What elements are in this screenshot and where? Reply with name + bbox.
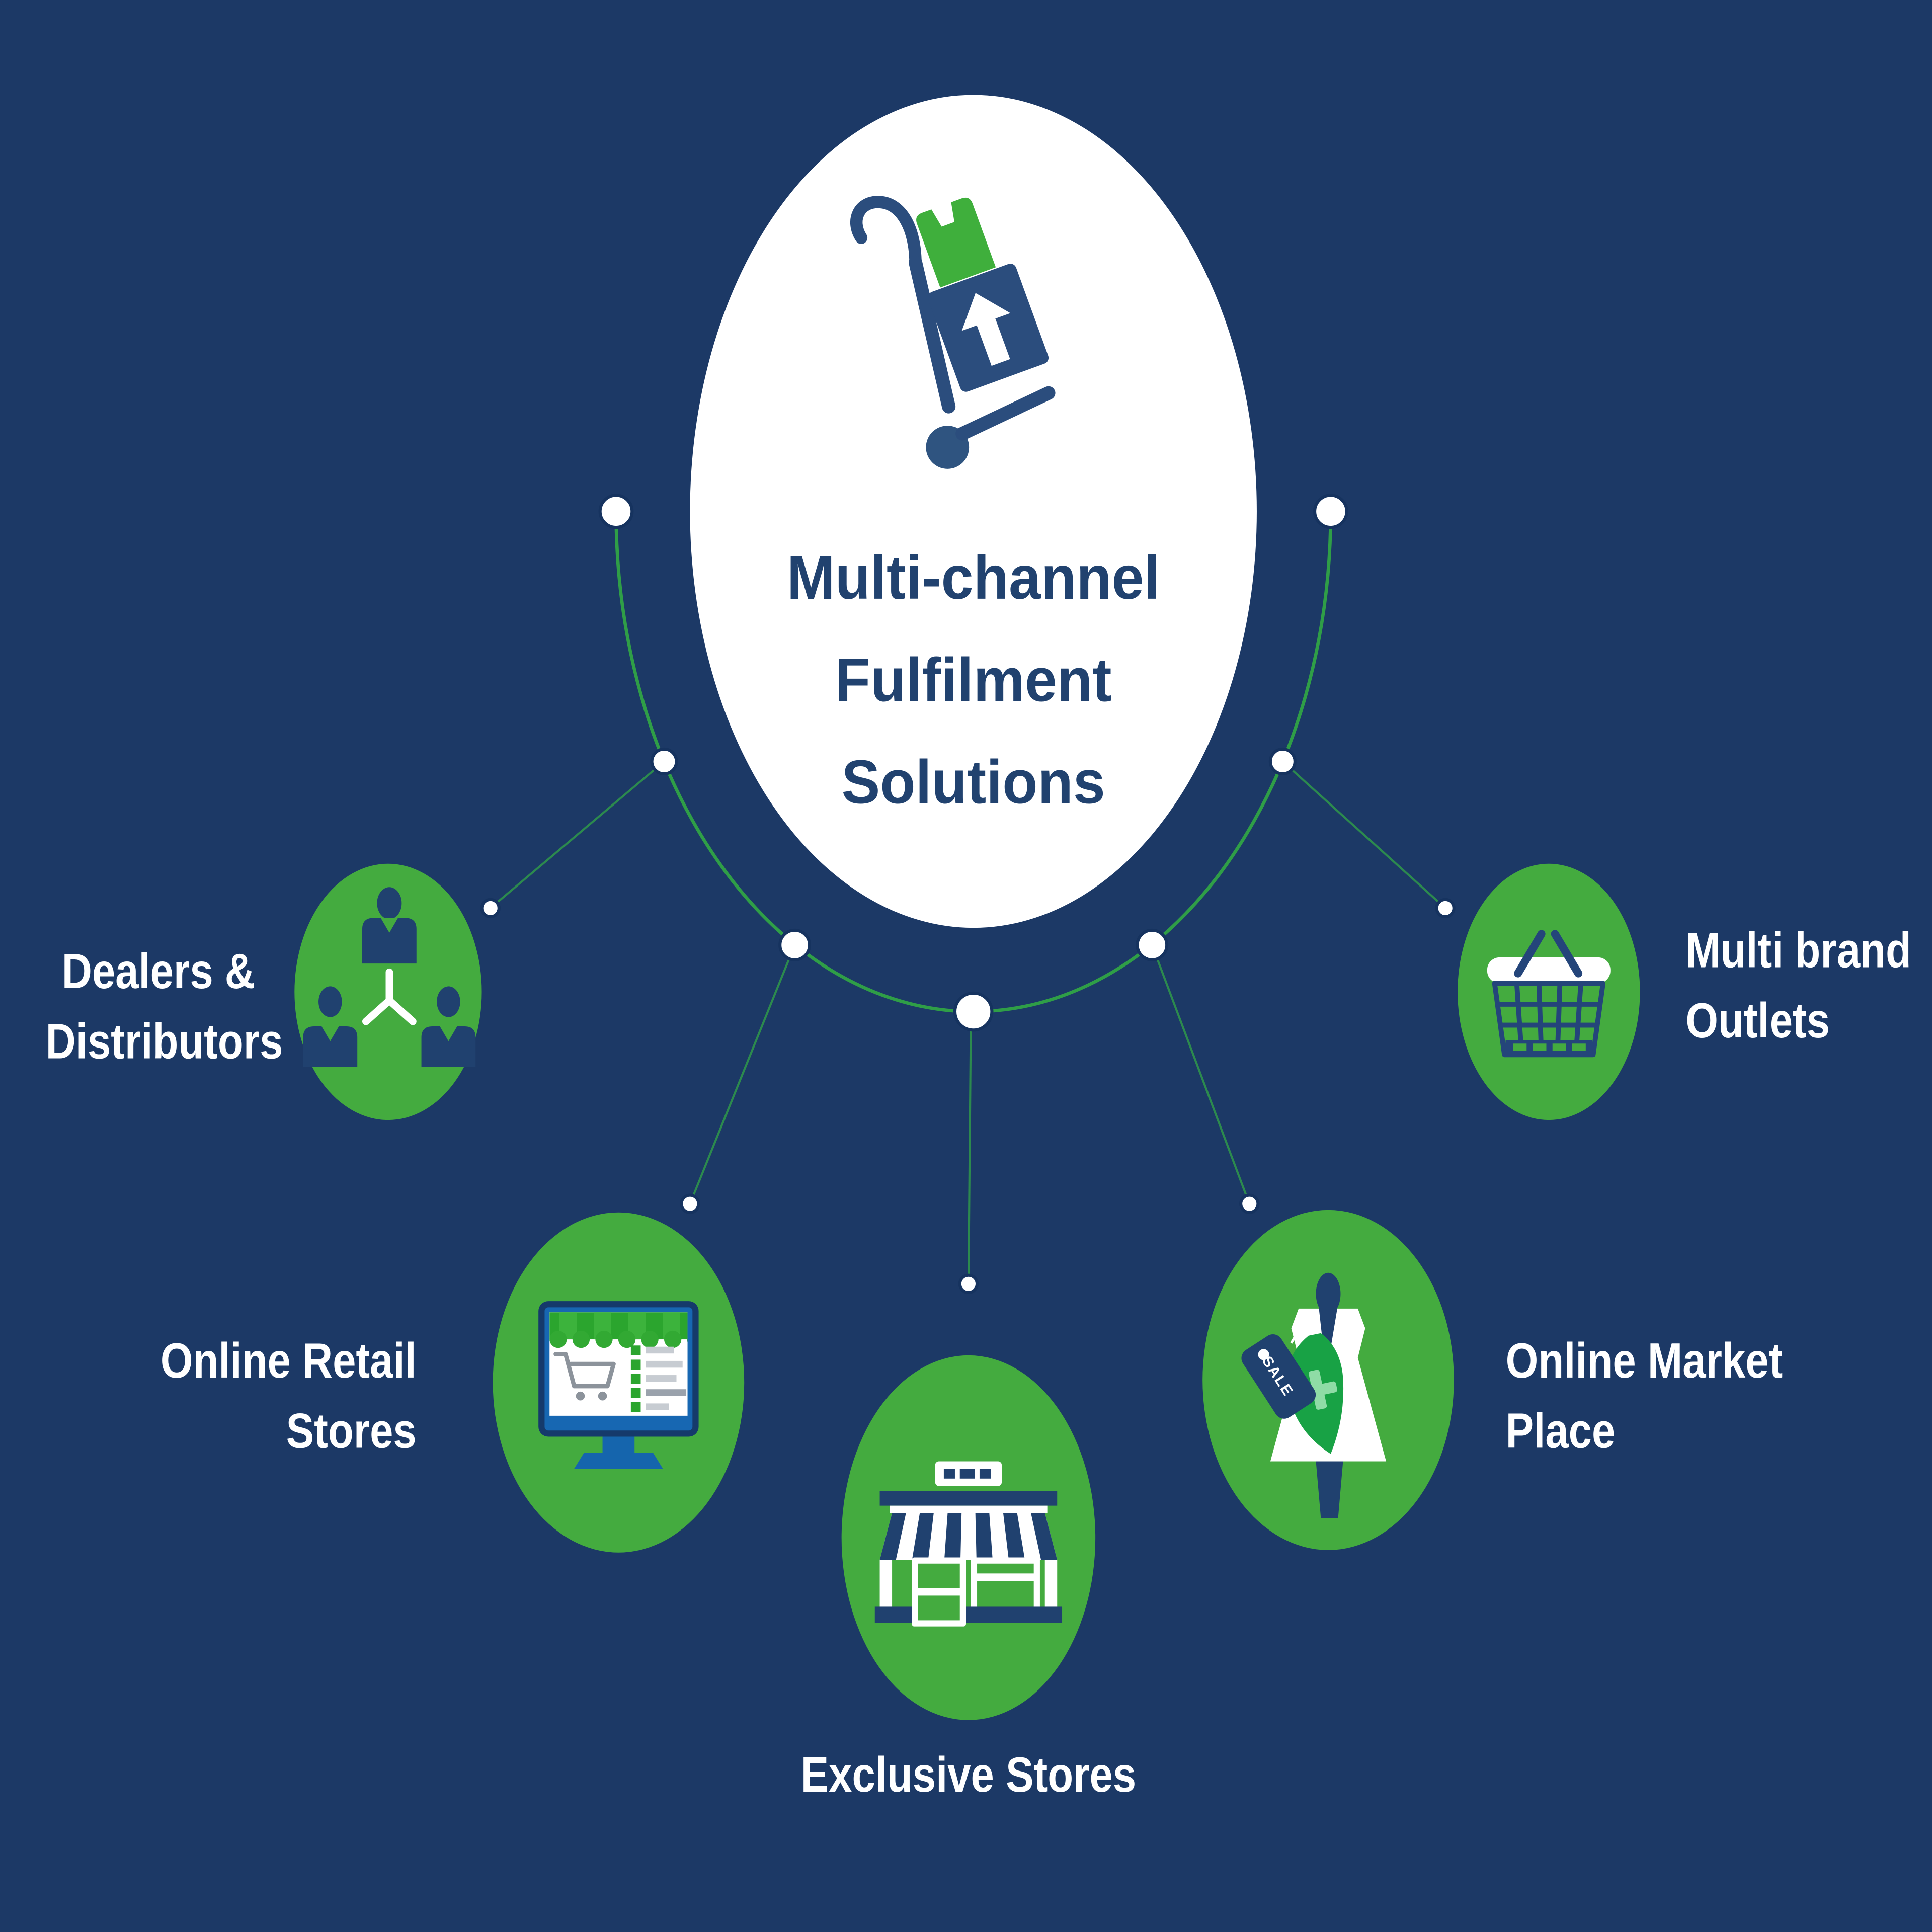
central-title: Multi-channel Fulfilment Solutions — [786, 543, 1160, 817]
arc-dot-left-top — [598, 494, 634, 529]
product-list — [630, 1345, 687, 1412]
awning-banner — [549, 1312, 688, 1348]
hierarchy-connector — [362, 968, 417, 1025]
node-circle-online-retail — [493, 1212, 745, 1553]
store-window — [971, 1557, 1040, 1615]
hand-truck-parcel-icon — [850, 196, 1056, 469]
shopping-cart-icon — [553, 1352, 616, 1401]
label-online-retail-stores: Online Retail Stores — [160, 1334, 417, 1459]
connector-line-multibrand — [1281, 760, 1446, 909]
arc-dot-left-low — [778, 928, 812, 961]
hand-truck-handle — [850, 196, 922, 270]
connector-line-market — [1151, 944, 1251, 1204]
store-door — [912, 1557, 967, 1627]
arc-dot-right-mid — [1268, 747, 1297, 776]
basket-rim — [1487, 957, 1611, 984]
connector-line-retail — [689, 944, 796, 1204]
label-multi-brand-outlets: Multi brand Outlets — [1685, 924, 1911, 1049]
node-dot-retail — [680, 1193, 700, 1214]
arc-dot-left-mid — [650, 747, 678, 776]
hand-truck-plate — [955, 386, 1056, 441]
connector-dots — [480, 494, 1456, 1295]
node-circle-multibrand — [1458, 863, 1640, 1120]
node-dot-dealers — [480, 898, 501, 919]
label-exclusive-stores: Exclusive Stores — [800, 1748, 1137, 1803]
navy-box — [928, 264, 1049, 392]
green-parcel — [916, 197, 996, 288]
node-circle-dealers — [294, 863, 482, 1120]
node-circle-online-market: SALE — [1202, 1210, 1454, 1550]
basket-handles — [1514, 930, 1583, 978]
arc-dot-bottom — [953, 991, 994, 1032]
connector-line-exclusive — [967, 1011, 972, 1284]
arc-dot-right-low — [1136, 928, 1169, 961]
online-store-monitor-icon — [538, 1301, 699, 1469]
storefront-awning-icon — [874, 1461, 1063, 1627]
hand-truck-frame — [909, 256, 956, 414]
striped-awning — [879, 1513, 1058, 1560]
monitor-stand — [602, 1436, 635, 1453]
mannequin-legs — [1316, 1461, 1343, 1518]
node-dot-multibrand — [1435, 898, 1456, 919]
shopping-basket-icon — [1487, 930, 1611, 1058]
node-dot-market — [1239, 1193, 1260, 1214]
node-circle-exclusive — [841, 1355, 1096, 1720]
connector-network — [480, 494, 1456, 1295]
arc-dot-right-top — [1313, 494, 1348, 529]
shopping-dress-sale-icon: SALE — [1241, 1272, 1387, 1518]
node-dot-exclusive — [958, 1273, 979, 1295]
up-arrow-icon — [961, 293, 1011, 366]
store-beam — [879, 1491, 1058, 1506]
org-chart-people-icon — [303, 887, 476, 1067]
store-base — [874, 1606, 1063, 1623]
sale-tag-icon: SALE — [1241, 1334, 1316, 1419]
label-dealers-distributors: Dealers & Distributors — [45, 945, 283, 1070]
label-online-market-place: Online Market Place — [1505, 1334, 1783, 1459]
connector-line-dealers — [490, 760, 665, 909]
central-ellipse — [690, 95, 1257, 928]
